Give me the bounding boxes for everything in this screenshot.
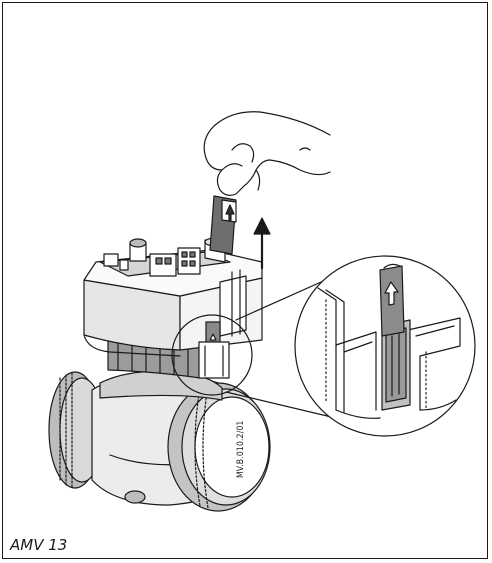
valve-body — [48, 370, 271, 512]
detail-magnified — [294, 255, 476, 437]
drawing-code: MV.B.010.2/01 — [236, 420, 246, 478]
lift-direction-arrow — [253, 217, 271, 270]
detail-origin-circle — [171, 314, 253, 396]
removed-latch — [209, 195, 237, 255]
figure-caption: AMV 13 — [10, 536, 68, 554]
zoom-line-bottom — [225, 391, 345, 421]
latch-small — [198, 321, 230, 379]
right-flange — [167, 382, 271, 512]
hand — [203, 111, 331, 196]
